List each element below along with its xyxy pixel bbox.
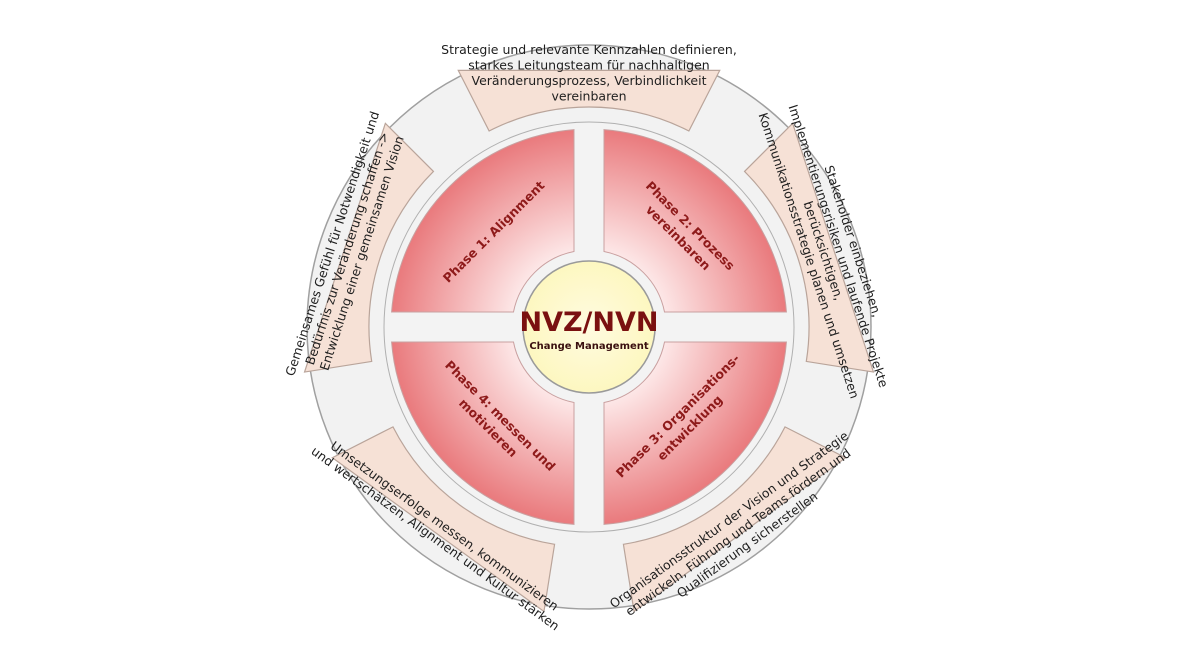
center-subtitle: Change Management	[529, 341, 649, 352]
phase-4-quadrant: Phase 4: messen undmotivieren	[391, 341, 575, 525]
phase-3-quadrant: Phase 3: Organisations-entwicklung	[603, 341, 787, 525]
outer-segment-shape	[622, 426, 847, 613]
outer-segment-line: starkes Leitungsteam für nachhaltigen	[468, 57, 709, 72]
phase-2-quadrant: Phase 2: Prozessvereinbaren	[603, 129, 787, 313]
phase-quadrant-shape	[603, 129, 787, 313]
outer-segment-line: vereinbaren	[551, 88, 626, 103]
outer-segment-shape	[303, 122, 435, 373]
outer-segment-shape	[743, 122, 875, 373]
outer-segment-line: Strategie und relevante Kennzahlen defin…	[441, 42, 737, 57]
outer-segment-line: Veränderungsprozess, Verbindlichkeit	[472, 73, 707, 88]
phase-quadrant-shape	[391, 129, 575, 313]
phase-quadrant-shape	[603, 341, 787, 525]
outer-segment-strategy: Strategie und relevante Kennzahlen defin…	[441, 42, 737, 132]
outer-segment-text: Strategie und relevante Kennzahlen defin…	[441, 42, 737, 104]
outer-segment-shape	[457, 69, 721, 132]
phase-1-quadrant: Phase 1: Alignment	[391, 129, 575, 313]
phase-quadrant-shape	[391, 341, 575, 525]
center-node: NVZ/NVN Change Management	[519, 260, 659, 394]
center-circle	[522, 260, 656, 394]
center-title: NVZ/NVN	[519, 307, 658, 338]
outer-segment-shape	[331, 426, 556, 613]
